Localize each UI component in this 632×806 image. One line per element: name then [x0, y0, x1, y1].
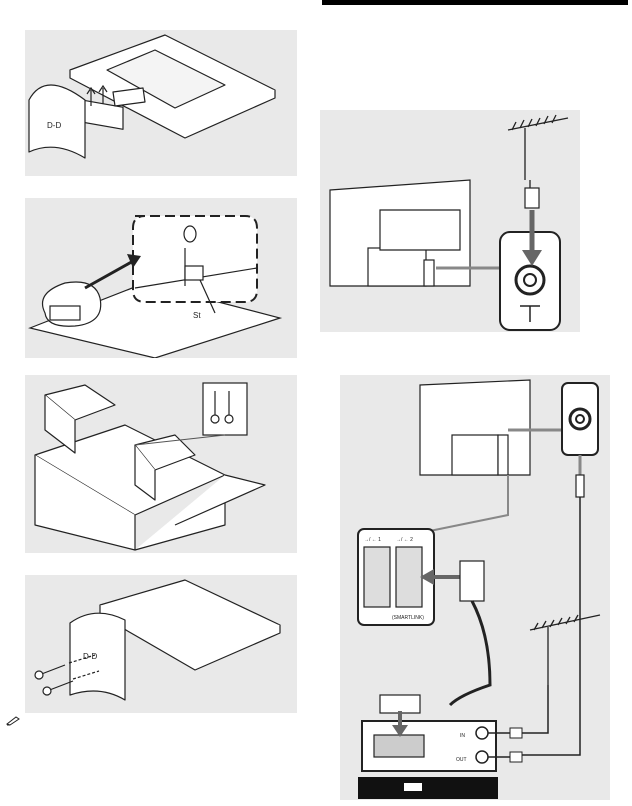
scart-plug-icon	[460, 561, 484, 601]
antenna-icon	[508, 115, 568, 200]
recorder-device-icon	[358, 777, 498, 799]
figure-step2-stopper: St	[25, 198, 297, 358]
screw-inset-box	[203, 383, 247, 435]
scart2-label: →/ ← 2	[396, 537, 413, 543]
jack-out-label: OUT	[456, 757, 467, 763]
scart-caption: (SMARTLINK)	[392, 615, 424, 621]
recorder-scart-socket	[374, 735, 424, 757]
figure-antenna-connection	[320, 110, 580, 332]
scart-plug-icon	[380, 695, 420, 713]
jack-in-icon	[476, 727, 488, 739]
plug-icon	[525, 188, 539, 208]
jack-in-label: IN	[460, 733, 465, 739]
stand-bracket	[70, 613, 125, 700]
scart1-label: →/ ← 1	[364, 537, 381, 543]
figure-recorder-connection: →/ ← 1 →/ ← 2 (SMARTLINK) IN OUT	[340, 375, 610, 800]
jack-out-icon	[476, 751, 488, 763]
tv-rear-view	[330, 180, 470, 286]
figure-step3-packing	[25, 375, 297, 553]
stand-marking-text: D-D	[47, 121, 61, 130]
figure-step4-screws: D-D	[25, 575, 297, 713]
note-pencil-icon	[6, 716, 20, 726]
figure-step1-attach-stand: D-D	[25, 30, 297, 176]
callout-label: St	[193, 311, 201, 320]
tv-rear-view	[420, 380, 530, 475]
header-rule	[322, 0, 628, 5]
antenna-icon	[530, 615, 600, 685]
scart-socket-1	[364, 547, 390, 607]
scart-socket-2	[396, 547, 422, 607]
